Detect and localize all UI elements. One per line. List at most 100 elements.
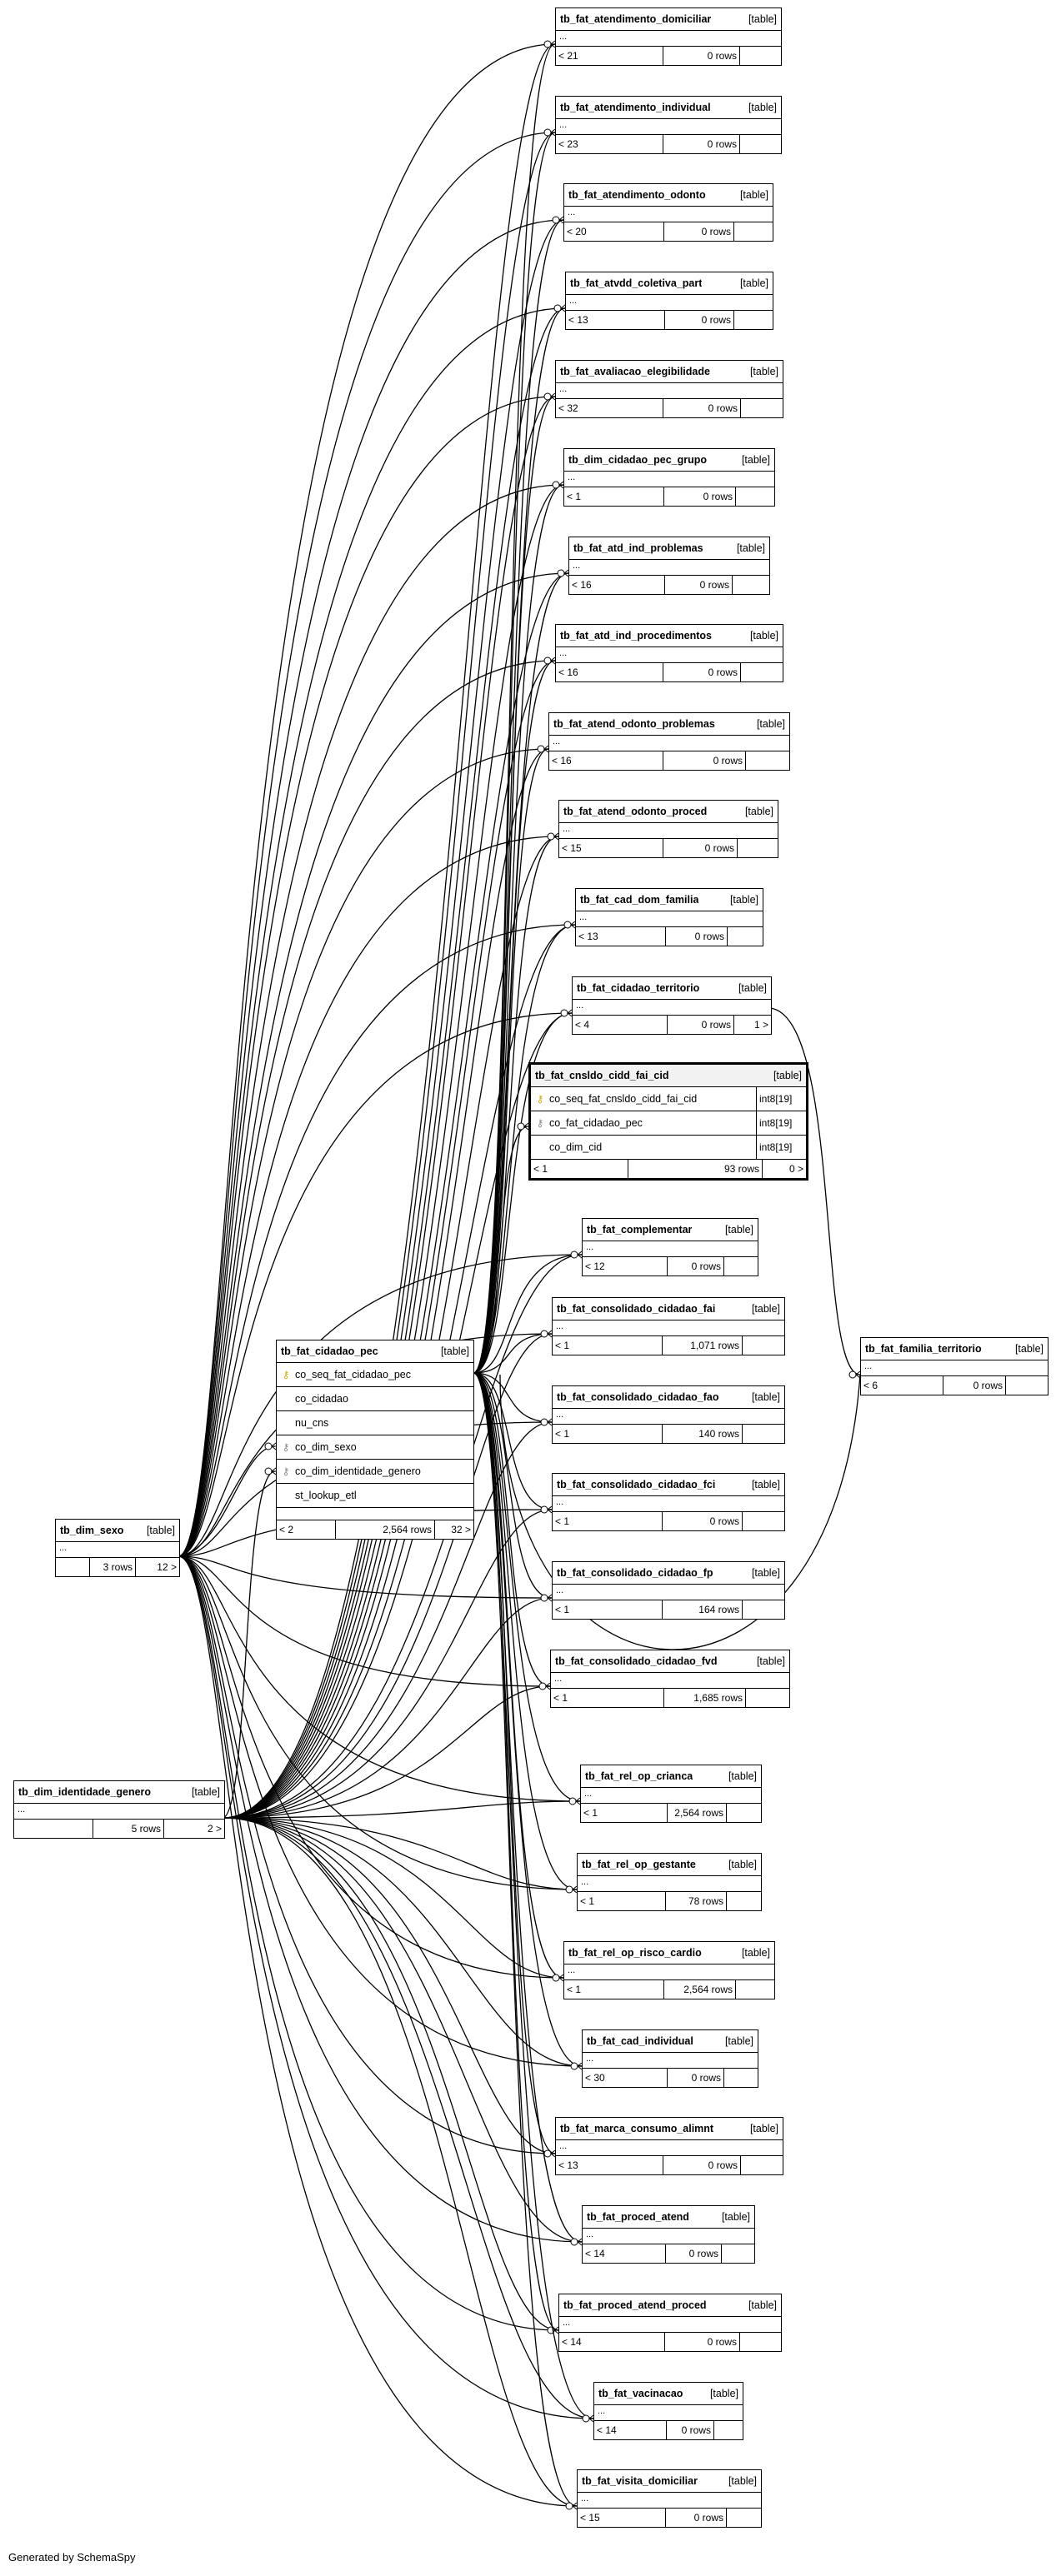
- table-tb-fat-avaliacao-elegibilidade[interactable]: tb_fat_avaliacao_elegibilidade[table]...…: [555, 360, 783, 418]
- parents-count[interactable]: [14, 1820, 93, 1838]
- children-count[interactable]: [733, 576, 769, 594]
- children-count[interactable]: [743, 1600, 784, 1619]
- column-row[interactable]: ⚷co_seq_fat_cidadao_pec: [277, 1363, 473, 1387]
- children-count[interactable]: [727, 2509, 761, 2527]
- parents-count[interactable]: < 4: [573, 1016, 668, 1034]
- children-count[interactable]: [741, 663, 783, 681]
- parents-count[interactable]: < 6: [861, 1376, 943, 1395]
- column-row[interactable]: ⚷co_dim_identidade_genero: [277, 1460, 473, 1484]
- parents-count[interactable]: < 14: [559, 2333, 665, 2351]
- parents-count[interactable]: < 32: [556, 399, 663, 417]
- parents-count[interactable]: < 2: [277, 1520, 336, 1539]
- table-tb-fat-atend-odonto-problemas[interactable]: tb_fat_atend_odonto_problemas[table]...<…: [548, 712, 790, 771]
- table-tb-fat-atendimento-individual[interactable]: tb_fat_atendimento_individual[table]...<…: [555, 96, 782, 154]
- parents-count[interactable]: < 1: [551, 1689, 664, 1707]
- table-tb-fat-consolidado-cidadao-fp[interactable]: tb_fat_consolidado_cidadao_fp[table]...<…: [552, 1561, 785, 1620]
- table-tb-fat-cnsldo-cidd-fai-cid[interactable]: tb_fat_cnsldo_cidd_fai_cid [table] ⚷co_s…: [528, 1062, 808, 1181]
- column-row[interactable]: ⚷co_dim_sexo: [277, 1435, 473, 1460]
- parents-count[interactable]: < 20: [564, 222, 664, 241]
- parents-count[interactable]: [56, 1558, 90, 1576]
- children-count[interactable]: [724, 2069, 758, 2087]
- children-count[interactable]: [738, 839, 778, 857]
- table-tb-fat-atvdd-coletiva-part[interactable]: tb_fat_atvdd_coletiva_part[table]...< 13…: [565, 272, 773, 330]
- children-count[interactable]: [740, 135, 781, 153]
- table-tb-fat-consolidado-cidadao-fao[interactable]: tb_fat_consolidado_cidadao_fao[table]...…: [552, 1385, 785, 1444]
- children-count[interactable]: [727, 1804, 761, 1822]
- children-count[interactable]: 32 >: [434, 1520, 473, 1539]
- parents-count[interactable]: < 15: [559, 839, 663, 857]
- parents-count[interactable]: < 16: [556, 663, 663, 681]
- column-row[interactable]: nu_cns: [277, 1411, 473, 1435]
- table-tb-fat-consolidado-cidadao-fci[interactable]: tb_fat_consolidado_cidadao_fci[table]...…: [552, 1473, 785, 1531]
- table-tb-fat-consolidado-cidadao-fvd[interactable]: tb_fat_consolidado_cidadao_fvd[table]...…: [550, 1650, 790, 1708]
- parents-count[interactable]: < 30: [583, 2069, 668, 2087]
- table-tb-fat-atend-odonto-proced[interactable]: tb_fat_atend_odonto_proced[table]...< 15…: [558, 800, 778, 858]
- children-count[interactable]: [740, 2333, 781, 2351]
- table-tb-fat-marca-consumo-alimnt[interactable]: tb_fat_marca_consumo_alimnt[table]...< 1…: [555, 2117, 783, 2175]
- table-tb-dim-identidade-genero[interactable]: tb_dim_identidade_genero[table]...5 rows…: [13, 1780, 225, 1839]
- children-count[interactable]: [724, 1257, 758, 1276]
- children-count[interactable]: [743, 1512, 784, 1530]
- parents-count[interactable]: < 15: [578, 2509, 666, 2527]
- parents-count[interactable]: < 14: [594, 2421, 667, 2439]
- children-count[interactable]: 2 >: [207, 1823, 222, 1835]
- children-count[interactable]: [741, 399, 783, 417]
- parents-count[interactable]: < 13: [556, 2156, 663, 2174]
- children-count[interactable]: [727, 1892, 761, 1910]
- children-count[interactable]: [736, 1980, 774, 1999]
- parents-count[interactable]: < 16: [569, 576, 665, 594]
- children-count[interactable]: [736, 487, 774, 506]
- children-count[interactable]: [714, 2421, 743, 2439]
- children-count[interactable]: [734, 222, 773, 241]
- children-count[interactable]: [722, 2244, 754, 2263]
- children-count[interactable]: [1006, 1376, 1048, 1395]
- parents-count[interactable]: < 13: [566, 311, 665, 329]
- parents-count[interactable]: < 23: [556, 135, 663, 153]
- parents-count[interactable]: < 1: [553, 1425, 663, 1443]
- column-row[interactable]: st_lookup_etl: [277, 1484, 473, 1508]
- table-tb-fat-atd-ind-procedimentos[interactable]: tb_fat_atd_ind_procedimentos[table]...< …: [555, 624, 783, 682]
- table-tb-fat-atendimento-domiciliar[interactable]: tb_fat_atendimento_domiciliar[table]...<…: [555, 7, 782, 66]
- children-count[interactable]: [740, 47, 781, 65]
- parents-count[interactable]: < 1: [553, 1600, 663, 1619]
- table-tb-fat-cidadao-pec[interactable]: tb_fat_cidadao_pec [table] ⚷co_seq_fat_c…: [276, 1340, 474, 1540]
- children-count[interactable]: 0 >: [762, 1160, 806, 1178]
- parents-count[interactable]: < 21: [556, 47, 663, 65]
- children-count[interactable]: [743, 1336, 784, 1355]
- table-tb-fat-proced-atend-proced[interactable]: tb_fat_proced_atend_proced[table]...< 14…: [558, 2294, 782, 2352]
- parents-count[interactable]: < 1: [581, 1804, 668, 1822]
- parents-count[interactable]: < 1: [578, 1892, 666, 1910]
- table-tb-fat-consolidado-cidadao-fai[interactable]: tb_fat_consolidado_cidadao_fai[table]...…: [552, 1297, 785, 1355]
- parents-count[interactable]: < 14: [583, 2244, 666, 2263]
- column-row[interactable]: co_cidadao: [277, 1387, 473, 1411]
- parents-count[interactable]: < 16: [549, 751, 663, 770]
- parents-count[interactable]: < 12: [583, 1257, 668, 1276]
- children-count[interactable]: 1 >: [753, 1019, 768, 1031]
- parents-count[interactable]: < 1: [531, 1160, 628, 1178]
- children-count[interactable]: [728, 927, 763, 946]
- children-count[interactable]: [746, 751, 789, 770]
- parents-count[interactable]: < 1: [553, 1512, 663, 1530]
- parents-count[interactable]: < 1: [553, 1336, 663, 1355]
- children-count[interactable]: 12 >: [157, 1561, 177, 1573]
- parents-count[interactable]: < 1: [564, 487, 664, 506]
- children-count[interactable]: [734, 311, 773, 329]
- parents-count[interactable]: < 1: [564, 1980, 664, 1999]
